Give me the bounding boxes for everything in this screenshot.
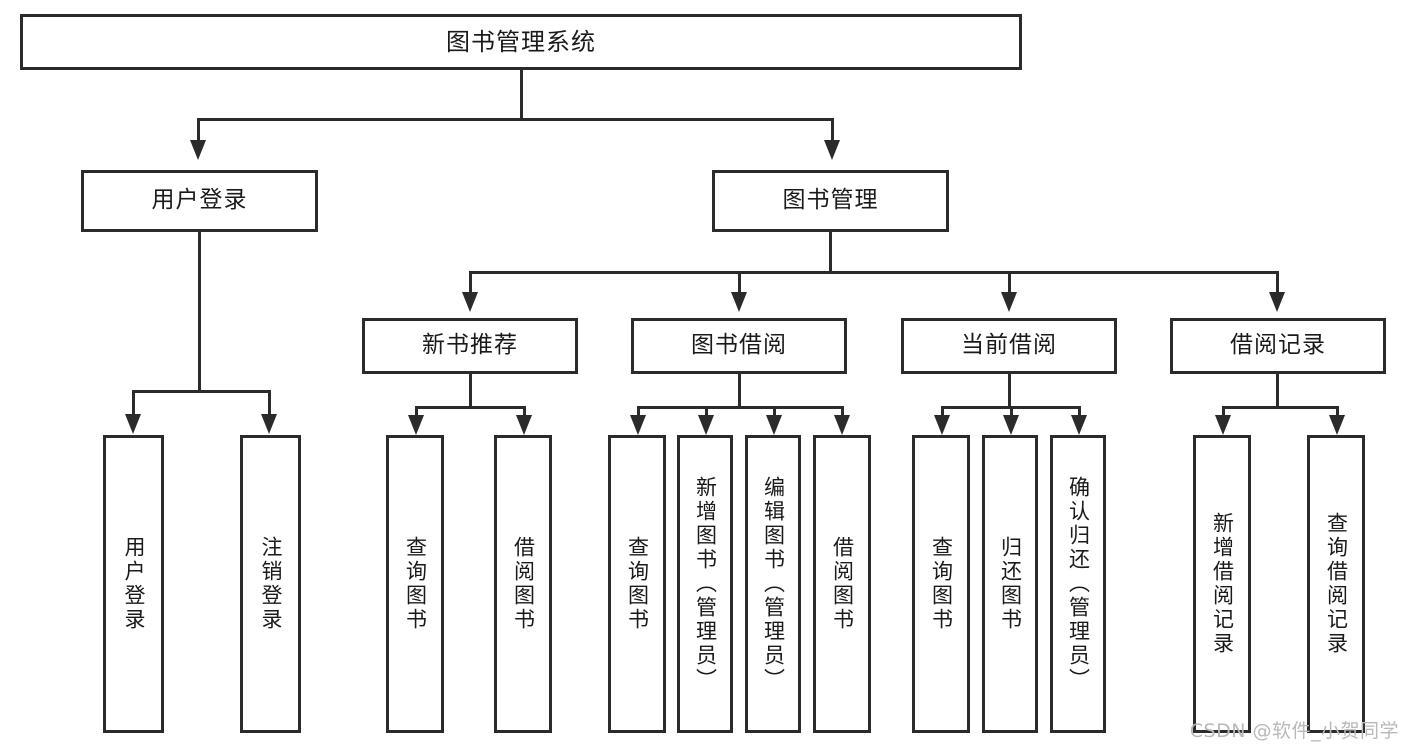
leaf-return-book-label: 归还图书 — [998, 536, 1023, 632]
node-current-borrow[interactable]: 当前借阅 — [901, 318, 1117, 374]
connector-book-borrow-bar — [637, 406, 844, 409]
leaf-user-login[interactable]: 用户登录 — [103, 435, 164, 733]
node-root-system-label: 图书管理系统 — [446, 27, 596, 56]
connector-user-login-drop-2 — [268, 390, 271, 415]
leaf-user-login-label: 用户登录 — [122, 536, 146, 632]
arrowhead-leaf-query-record — [1329, 415, 1345, 435]
connector-root-stem — [520, 70, 523, 118]
leaf-edit-book-admin[interactable]: 编辑图书（管理员） — [745, 435, 801, 733]
leaf-logout[interactable]: 注销登录 — [240, 435, 301, 733]
leaf-confirm-return-admin[interactable]: 确认归还（管理员） — [1050, 435, 1106, 733]
arrowhead-leaf-user-login — [125, 414, 141, 434]
connector-borrow-record-drop-1 — [1222, 406, 1225, 418]
connector-level2-drop-3 — [1008, 271, 1011, 293]
leaf-borrow-book-new[interactable]: 借阅图书 — [494, 435, 552, 733]
arrowhead-leaf-confirm-return — [1071, 415, 1087, 435]
leaf-confirm-return-admin-label: 确认归还（管理员） — [1066, 476, 1091, 692]
connector-root-drop-right — [831, 118, 834, 140]
connector-new-book-drop-1 — [415, 406, 418, 418]
arrowhead-leaf-query-book-1 — [408, 415, 424, 435]
connector-book-borrow-drop-2 — [705, 406, 708, 418]
connector-book-manage-stem — [829, 232, 832, 273]
arrowhead-to-book-manage — [824, 140, 840, 160]
arrowhead-leaf-add-book — [698, 415, 714, 435]
connector-new-book-stem — [469, 374, 472, 408]
node-book-borrow[interactable]: 图书借阅 — [631, 318, 847, 374]
connector-book-borrow-drop-1 — [637, 406, 640, 418]
connector-user-login-bar — [132, 390, 270, 393]
csdn-watermark: CSDN @软件_小贺同学 — [1189, 720, 1399, 742]
leaf-add-book-admin-label: 新增图书（管理员） — [693, 476, 718, 692]
leaf-query-book-borrow[interactable]: 查询图书 — [608, 435, 666, 733]
node-root-system[interactable]: 图书管理系统 — [20, 14, 1022, 70]
connector-root-bar — [197, 118, 834, 121]
node-current-borrow-label: 当前借阅 — [961, 332, 1057, 359]
arrowhead-to-user-login — [190, 140, 206, 160]
leaf-query-borrow-record[interactable]: 查询借阅记录 — [1307, 435, 1365, 733]
connector-borrow-record-drop-2 — [1336, 406, 1339, 418]
arrowhead-leaf-borrow-book-2 — [834, 415, 850, 435]
leaf-add-borrow-record-label: 新增借阅记录 — [1210, 512, 1235, 656]
connector-current-borrow-drop-3 — [1078, 406, 1081, 418]
leaf-query-book-current-label: 查询图书 — [929, 536, 954, 632]
node-borrow-record-label: 借阅记录 — [1230, 332, 1326, 359]
connector-level2-drop-4 — [1276, 271, 1279, 293]
connector-book-borrow-drop-3 — [773, 406, 776, 418]
connector-book-borrow-stem — [738, 374, 741, 408]
leaf-borrow-book-borrow[interactable]: 借阅图书 — [813, 435, 871, 733]
arrowhead-leaf-borrow-book-1 — [516, 415, 532, 435]
leaf-query-book-current[interactable]: 查询图书 — [912, 435, 970, 733]
leaf-return-book[interactable]: 归还图书 — [982, 435, 1038, 733]
connector-user-login-drop-1 — [132, 390, 135, 415]
leaf-edit-book-admin-label: 编辑图书（管理员） — [761, 476, 786, 692]
arrowhead-to-current-borrow — [1001, 292, 1017, 312]
leaf-logout-label: 注销登录 — [259, 536, 283, 632]
arrowhead-leaf-add-record — [1215, 415, 1231, 435]
node-new-book-recommend[interactable]: 新书推荐 — [362, 318, 578, 374]
connector-level2-drop-2 — [738, 271, 741, 293]
node-book-borrow-label: 图书借阅 — [691, 332, 787, 359]
connector-book-borrow-drop-4 — [841, 406, 844, 418]
arrowhead-to-borrow-record — [1269, 292, 1285, 312]
leaf-query-book-new[interactable]: 查询图书 — [386, 435, 444, 733]
node-book-manage-label: 图书管理 — [782, 187, 879, 214]
node-new-book-recommend-label: 新书推荐 — [422, 332, 518, 359]
connector-current-borrow-stem — [1008, 374, 1011, 408]
arrowhead-leaf-return-book — [1003, 415, 1019, 435]
node-book-manage[interactable]: 图书管理 — [712, 170, 949, 232]
connector-current-borrow-drop-1 — [941, 406, 944, 418]
leaf-borrow-book-new-label: 借阅图书 — [511, 536, 536, 632]
arrowhead-to-new-book — [462, 292, 478, 312]
leaf-add-borrow-record[interactable]: 新增借阅记录 — [1193, 435, 1251, 733]
connector-level2-bar — [469, 271, 1279, 274]
leaf-borrow-book-borrow-label: 借阅图书 — [830, 536, 855, 632]
connector-level2-drop-1 — [469, 271, 472, 293]
leaf-query-book-new-label: 查询图书 — [403, 536, 428, 632]
leaf-query-borrow-record-label: 查询借阅记录 — [1324, 512, 1349, 656]
arrowhead-leaf-edit-book — [766, 415, 782, 435]
node-borrow-record[interactable]: 借阅记录 — [1170, 318, 1386, 374]
connector-user-login-stem — [198, 232, 201, 390]
connector-new-book-bar — [415, 406, 525, 409]
connector-current-borrow-drop-2 — [1010, 406, 1013, 418]
node-user-login[interactable]: 用户登录 — [81, 170, 318, 232]
connector-borrow-record-bar — [1222, 406, 1338, 409]
connector-borrow-record-stem — [1276, 374, 1279, 408]
leaf-query-book-borrow-label: 查询图书 — [625, 536, 650, 632]
connector-new-book-drop-2 — [523, 406, 526, 418]
arrowhead-leaf-query-book-3 — [934, 415, 950, 435]
arrowhead-leaf-logout — [261, 414, 277, 434]
leaf-add-book-admin[interactable]: 新增图书（管理员） — [677, 435, 733, 733]
arrowhead-leaf-query-book-2 — [630, 415, 646, 435]
arrowhead-to-borrow-book — [731, 292, 747, 312]
connector-root-drop-left — [197, 118, 200, 140]
node-user-login-label: 用户登录 — [151, 187, 248, 214]
